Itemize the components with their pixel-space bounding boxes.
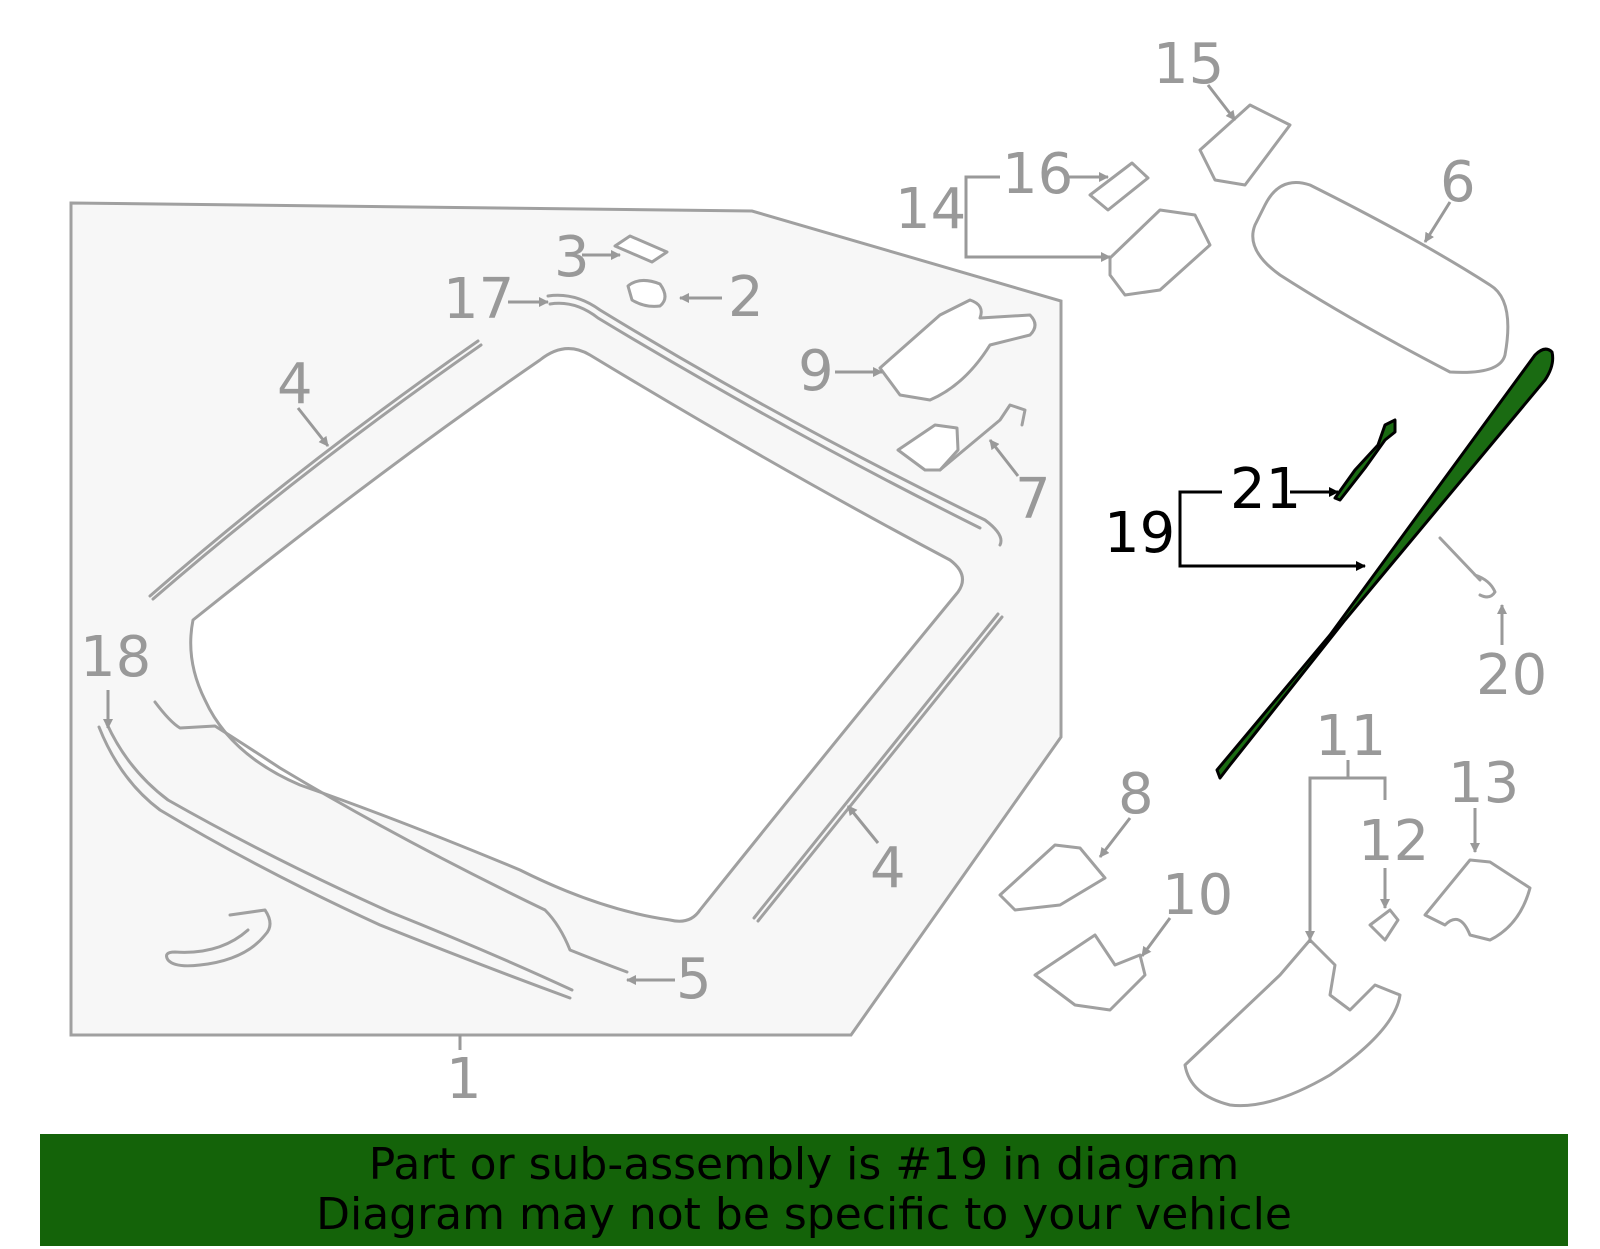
- lower-seal: [97, 722, 574, 1000]
- callout-20: 20: [1476, 643, 1547, 708]
- callout-7: 7: [1015, 467, 1051, 532]
- callout-4-left: 4: [277, 352, 313, 417]
- callout-8: 8: [1118, 762, 1154, 827]
- sensor-cable-7: [938, 403, 1027, 472]
- bracket-part-8: [998, 843, 1107, 912]
- sensor-part-7: [896, 423, 960, 472]
- callout-4-right: 4: [870, 836, 906, 901]
- side-molding-left: [148, 339, 483, 601]
- leader-6: [1423, 201, 1452, 243]
- callout-6: 6: [1440, 150, 1476, 215]
- info-banner: Part or sub-assembly is #19 in diagram D…: [40, 1134, 1568, 1246]
- leader-14: [964, 175, 1111, 262]
- top-molding: [546, 293, 1003, 547]
- callout-16: 16: [1002, 142, 1073, 207]
- mirror-part-6: [1251, 181, 1510, 374]
- leader-15: [1206, 84, 1237, 121]
- leader-19: [1178, 490, 1366, 571]
- callout-17: 17: [443, 267, 514, 332]
- callout-11: 11: [1315, 704, 1386, 769]
- bracket-part-13: [1423, 858, 1532, 942]
- clip-part-2: [626, 279, 667, 308]
- callout-2: 2: [728, 265, 764, 330]
- banner-line-1: Part or sub-assembly is #19 in diagram: [368, 1139, 1240, 1190]
- windshield-glass: [189, 347, 964, 923]
- cowl-molding: [153, 700, 629, 974]
- bracket-part-9: [878, 298, 1037, 402]
- cover-part-15: [1198, 103, 1292, 187]
- cover-part-11: [1183, 938, 1402, 1108]
- side-molding-right: [752, 612, 1004, 923]
- callout-10: 10: [1162, 863, 1233, 928]
- callout-19[interactable]: 19: [1104, 501, 1175, 566]
- camera-part-14: [1108, 208, 1212, 297]
- sensor-harness: [165, 908, 272, 968]
- clip-part-12: [1368, 908, 1400, 942]
- highlighted-part-19: [1215, 347, 1555, 780]
- leader-4b: [846, 805, 880, 844]
- callout-9: 9: [798, 339, 834, 404]
- leader-4a: [296, 407, 330, 447]
- callout-21[interactable]: 21: [1230, 457, 1301, 522]
- clip-part-3: [613, 234, 669, 264]
- callout-12: 12: [1358, 809, 1429, 874]
- pad-part-16: [1088, 161, 1150, 212]
- leader-8: [1098, 817, 1132, 858]
- highlighted-part-21: [1333, 418, 1397, 502]
- fastener-part-20: [1438, 536, 1497, 599]
- banner-line-2: Diagram may not be specific to your vehi…: [316, 1189, 1292, 1240]
- callout-15: 15: [1153, 32, 1224, 97]
- callout-1: 1: [446, 1047, 482, 1112]
- callout-13: 13: [1448, 751, 1519, 816]
- bracket-part-10: [1033, 933, 1147, 1012]
- leader-10: [1140, 917, 1172, 957]
- callout-3: 3: [554, 225, 590, 290]
- callout-18: 18: [80, 625, 151, 690]
- leader-7: [988, 439, 1020, 477]
- callout-5: 5: [676, 947, 712, 1012]
- callout-14: 14: [895, 177, 966, 242]
